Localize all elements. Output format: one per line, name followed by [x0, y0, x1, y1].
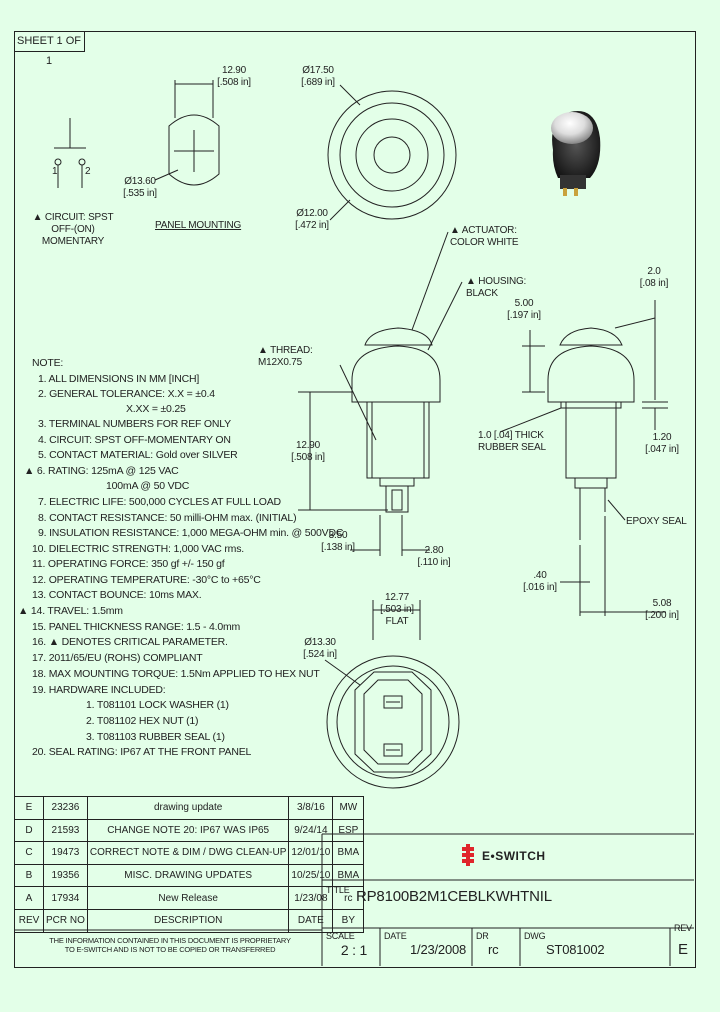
- note-line: 3. T081103 RUBBER SEAL (1): [86, 731, 225, 743]
- panel-dia-dim: Ø13.60[.535 in]: [123, 176, 157, 199]
- top-view-circles: [327, 84, 457, 221]
- sheet-number: SHEET 1 OF 1: [14, 31, 85, 67]
- eswitch-logo-mark: [462, 844, 474, 866]
- bottom-view: [324, 600, 460, 789]
- proprietary-notice: THE INFORMATION CONTAINED IN THIS DOCUME…: [49, 936, 291, 954]
- side-view: [298, 231, 463, 556]
- right-side-view: [499, 300, 668, 616]
- note-line: ▲ 6. RATING: 125mA @ 125 VAC: [24, 465, 179, 477]
- drawing-frame: [14, 31, 696, 968]
- panel-cutout: [154, 80, 220, 186]
- revision-label: REV: [674, 923, 692, 933]
- note-line: 1. T081101 LOCK WASHER (1): [86, 699, 229, 711]
- note-line: X.XX = ±0.25: [126, 403, 186, 415]
- note-line: 19. HARDWARE INCLUDED:: [32, 684, 166, 696]
- note-line: 5. CONTACT MATERIAL: Gold over SILVER: [38, 449, 238, 461]
- terminal-width-dim: 3.50[.138 in]: [321, 530, 355, 553]
- drawn-by-value: rc: [488, 942, 499, 957]
- note-line: 12. OPERATING TEMPERATURE: -30°C to +65°…: [32, 574, 261, 586]
- revision-value: E: [678, 941, 688, 958]
- note-line: 16. ▲ DENOTES CRITICAL PARAMETER.: [32, 636, 228, 648]
- nut-thickness-dim: 1.20[.047 in]: [645, 432, 679, 455]
- note-line: 17. 2011/65/EU (ROHS) COMPLIANT: [32, 652, 203, 664]
- switch-render: [551, 111, 601, 196]
- circuit-schematic: [54, 118, 86, 188]
- eswitch-logo-text: E•SWITCH: [482, 849, 546, 863]
- terminal-thickness-dim: 2.80[.110 in]: [417, 545, 451, 568]
- scale-label: SCALE: [326, 931, 355, 941]
- note-line: 8. CONTACT RESISTANCE: 50 milli-OHM max.…: [38, 512, 297, 524]
- date-value: 1/23/2008: [410, 942, 467, 957]
- inner-dia-dim: Ø12.00[.472 in]: [295, 208, 329, 231]
- note-line: 15. PANEL THICKNESS RANGE: 1.5 - 4.0mm: [32, 621, 241, 633]
- pin-1-label: 1: [52, 166, 58, 177]
- note-line: 9. INSULATION RESISTANCE: 1,000 MEGA-OHM…: [38, 527, 344, 539]
- note-line: ▲ 14. TRAVEL: 1.5mm: [18, 605, 123, 617]
- drawn-by-label: DR: [476, 931, 489, 941]
- epoxy-seal-callout: EPOXY SEAL: [626, 516, 687, 527]
- note-line: 13. CONTACT BOUNCE: 10ms MAX.: [32, 589, 202, 601]
- note-line: 1. ALL DIMENSIONS IN MM [INCH]: [38, 373, 200, 385]
- pin-pitch-dim: 5.08[.200 in]: [645, 598, 679, 621]
- height-dim: 12.90[.508 in]: [291, 440, 325, 463]
- panel-mounting-caption: PANEL MOUNTING: [155, 220, 242, 231]
- panel-width-dim: 12.90[.508 in]: [217, 65, 251, 88]
- thread-callout: ▲ THREAD:M12X0.75: [258, 345, 313, 368]
- note-line: 100mA @ 50 VDC: [106, 480, 190, 492]
- note-line: 20. SEAL RATING: IP67 AT THE FRONT PANEL: [32, 746, 252, 758]
- part-number-title: RP8100B2M1CEBLKWHTNIL: [356, 888, 552, 905]
- date-label: DATE: [384, 931, 407, 941]
- drawing-number-value: ST081002: [546, 942, 605, 957]
- note-line: NOTE:: [32, 357, 64, 369]
- scale-value: 2 : 1: [340, 942, 368, 958]
- note-line: 18. MAX MOUNTING TORQUE: 1.5Nm APPLIED T…: [32, 668, 320, 680]
- bottom-dia-dim: Ø13.30[.524 in]: [303, 637, 337, 660]
- note-line: 10. DIELECTRIC STRENGTH: 1,000 VAC rms.: [32, 543, 244, 555]
- note-line: 7. ELECTRIC LIFE: 500,000 CYCLES AT FULL…: [38, 496, 281, 508]
- note-line: 2. GENERAL TOLERANCE: X.X = ±0.4: [38, 388, 215, 400]
- drawing-number-label: DWG: [524, 931, 546, 941]
- actuator-callout: ▲ ACTUATOR:COLOR WHITE: [450, 225, 519, 248]
- circuit-caption: ▲ CIRCUIT: SPST OFF-(ON) MOMENTARY: [32, 212, 114, 247]
- outer-dia-dim: Ø17.50[.689 in]: [301, 65, 335, 88]
- note-line: 3. TERMINAL NUMBERS FOR REF ONLY: [38, 418, 231, 430]
- note-line: 2. T081102 HEX NUT (1): [86, 715, 199, 727]
- housing-callout: ▲ HOUSING:BLACK: [466, 276, 527, 299]
- cap-height-dim: 5.00[.197 in]: [507, 298, 541, 321]
- title-label: TITLE: [326, 885, 350, 895]
- pin-size-dim: .40[.016 in]: [523, 570, 557, 593]
- flat-dim: 12.77[.503 in]FLAT: [380, 592, 414, 627]
- top-height-dim: 2.0[.08 in]: [639, 266, 669, 289]
- note-line: 4. CIRCUIT: SPST OFF-MOMENTARY ON: [38, 434, 231, 446]
- pin-2-label: 2: [85, 166, 91, 177]
- note-line: 11. OPERATING FORCE: 350 gf +/- 150 gf: [32, 558, 225, 570]
